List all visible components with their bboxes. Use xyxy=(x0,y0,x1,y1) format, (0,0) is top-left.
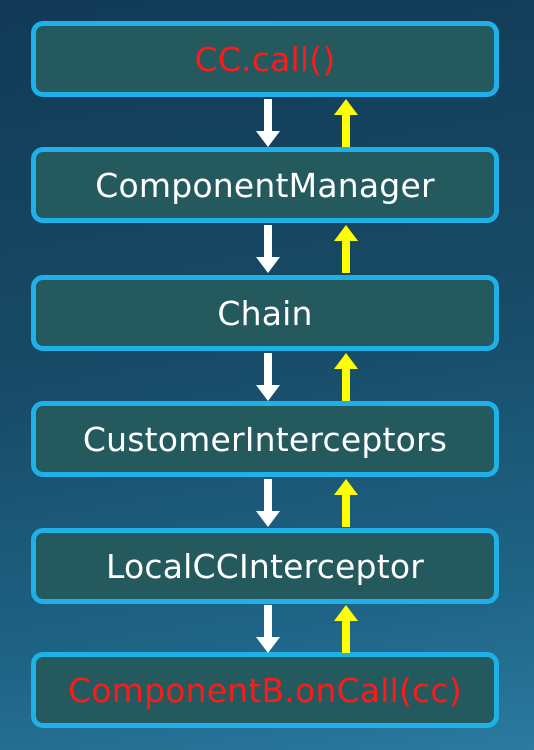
box-label: CustomerInterceptors xyxy=(82,419,448,459)
box-cc-call: CC.call() xyxy=(31,21,499,97)
box-component-b-oncall: ComponentB.onCall(cc) xyxy=(31,652,499,728)
box-label: Chain xyxy=(217,293,313,333)
box-label: ComponentManager xyxy=(95,165,435,205)
down-arrow-icon xyxy=(256,605,280,653)
down-arrow-icon xyxy=(256,99,280,147)
up-arrow-icon xyxy=(334,479,358,527)
box-local-cc-interceptor: LocalCCInterceptor xyxy=(31,528,499,604)
box-label: ComponentB.onCall(cc) xyxy=(68,670,462,710)
up-arrow-icon xyxy=(334,225,358,273)
up-arrow-icon xyxy=(334,353,358,401)
box-label: LocalCCInterceptor xyxy=(105,546,425,586)
down-arrow-icon xyxy=(256,225,280,273)
box-component-manager: ComponentManager xyxy=(31,147,499,223)
box-label: CC.call() xyxy=(194,39,336,79)
box-customer-interceptors: CustomerInterceptors xyxy=(31,401,499,477)
up-arrow-icon xyxy=(334,99,358,147)
down-arrow-icon xyxy=(256,353,280,401)
down-arrow-icon xyxy=(256,479,280,527)
box-chain: Chain xyxy=(31,275,499,351)
up-arrow-icon xyxy=(334,605,358,653)
